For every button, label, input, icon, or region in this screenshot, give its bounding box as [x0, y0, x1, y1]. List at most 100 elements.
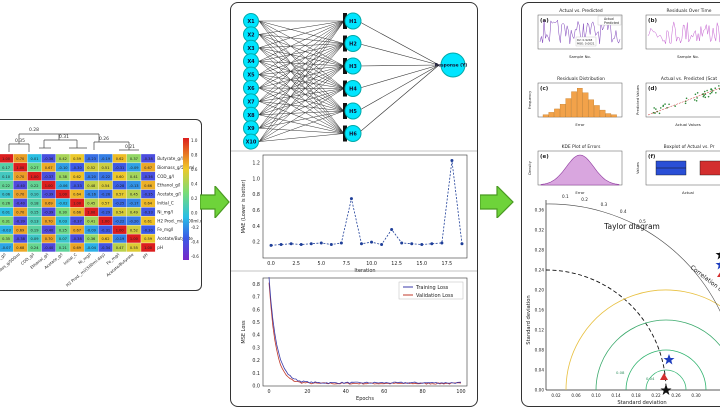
loss-x-tick: 80: [420, 389, 426, 395]
network-edge: [258, 20, 345, 129]
scatter-point: [659, 107, 662, 109]
mae-point: [450, 159, 454, 163]
histogram-bar: [599, 109, 606, 118]
output-node-label: Response (Y): [435, 63, 468, 69]
network-edge: [258, 43, 345, 115]
colorbar-tick-label: 0.8: [191, 153, 198, 158]
scatter-point: [707, 95, 710, 98]
heatmap-cell-value: 0.01: [30, 157, 38, 161]
heatmap-cell-value: -0.37: [72, 219, 81, 223]
heatmap-cell-value: -0.28: [115, 184, 125, 188]
subplot-x-label: Sample No.: [569, 54, 591, 59]
network-edge: [357, 64, 440, 67]
mae-point: [349, 197, 353, 201]
heatmap-row-label: Butyrate_g/l: [157, 156, 182, 161]
network-edge: [258, 65, 345, 102]
taylor-x-tick: 0.18: [631, 393, 641, 398]
mae-point: [309, 242, 313, 246]
dendrogram-label: 0.35: [15, 138, 25, 144]
heatmap-cell-value: 1.00: [59, 193, 68, 197]
network-edge: [258, 65, 345, 89]
rms-contour: [595, 319, 720, 391]
output-node: [440, 52, 466, 78]
heatmap-cell-value: -0.02: [58, 202, 67, 206]
subplot-x-label: Actual: [682, 190, 694, 195]
heatmap-cell-value: 0.18: [30, 202, 39, 206]
heatmap-cell-value: 0.70: [16, 175, 25, 179]
mae-x-tick: 7.5: [343, 261, 351, 267]
identity-line: [647, 87, 720, 116]
heatmap-cell-value: -0.06: [58, 184, 68, 188]
hidden-node: [344, 35, 362, 52]
heatmap-row-label: COD_g/l: [157, 174, 174, 179]
heatmap-cell-value: 0.19: [30, 228, 39, 232]
taylor-x-tick: 0.06: [571, 393, 581, 398]
heatmap-cell-value: -0.31: [115, 166, 124, 170]
network-edge: [258, 34, 345, 44]
hidden-node-label: H4: [349, 87, 357, 93]
heatmap-cell-value: 0.49: [130, 210, 139, 214]
taylor-title: Taylor diagram: [603, 222, 660, 231]
input-node: [243, 133, 259, 150]
hidden-node-label: H5: [349, 109, 357, 115]
heatmap-cell-value: -0.19: [101, 157, 111, 161]
scatter-point: [668, 103, 670, 106]
loss-y-tick: 0.5: [252, 320, 260, 326]
scatter-point: [685, 97, 688, 100]
mae-point: [410, 242, 414, 246]
heatmap-cell-value: 0.52: [87, 166, 95, 170]
subplot-tag: (f): [648, 154, 656, 160]
heatmap-cell-value: -0.35: [143, 193, 152, 197]
heatmap-cell-value: -0.07: [1, 246, 10, 250]
network-edge: [258, 20, 345, 102]
heatmap-cell-value: 0.35: [2, 237, 10, 241]
mae-point: [289, 242, 293, 246]
heatmap-col-label: Initial_C: [62, 252, 78, 266]
mae-x-tick: 10.0: [366, 261, 377, 267]
heatmap-cell-value: 1.00: [2, 157, 11, 161]
input-node-label: X10: [246, 140, 257, 146]
colorbar-tick-label: 1.0: [191, 138, 198, 143]
stats-text: MSE: 0.0021: [577, 42, 595, 46]
histogram-bar: [571, 91, 577, 118]
hidden-node: [344, 125, 362, 142]
heatmap-cell-value: 0.42: [59, 157, 67, 161]
heatmap-cell-value: 0.69: [45, 202, 54, 206]
heatmap-cell-value: -0.37: [44, 175, 53, 179]
heatmap-cell-value: 1.00: [130, 237, 139, 241]
network-edge: [357, 64, 440, 89]
input-node-label: X8: [247, 113, 255, 119]
heatmap-cell-value: 0.31: [2, 219, 10, 223]
loss-y-tick: 0.2: [252, 358, 260, 364]
heatmap-cell-value: 0.22: [2, 184, 10, 188]
network-edge: [258, 88, 345, 129]
taylor-x-tick: 0.14: [611, 393, 621, 398]
network-edge: [258, 47, 345, 67]
heatmap-row-label: Initial_C: [157, 201, 174, 206]
network-edge: [258, 60, 345, 67]
heatmap-cell-value: 0.54: [116, 210, 125, 214]
histogram-bar: [582, 92, 589, 118]
network-edge: [258, 133, 345, 142]
heatmap-row-label: Fe_mg/l: [157, 227, 173, 232]
network-edge: [258, 20, 345, 142]
histogram-bar: [554, 108, 560, 118]
heatmap-cell-value: 0.59: [73, 157, 82, 161]
heatmap-cell-value: 0.13: [30, 219, 38, 223]
network-edge: [258, 20, 345, 75]
heatmap-cell-value: 0.45: [130, 193, 138, 197]
heatmap-cell-value: 1.00: [101, 219, 110, 223]
heatmap-cell-value: 0.70: [16, 193, 25, 197]
outer-arc: [545, 203, 720, 312]
input-node-label: X2: [247, 32, 255, 38]
subplot-title: Residuals Distribution: [557, 76, 605, 82]
subplot-x-label: Error: [575, 190, 585, 195]
heatmap-cell-value: 0.41: [130, 175, 138, 179]
taylor-y-tick: 0.36: [535, 208, 545, 213]
network-edge: [258, 43, 345, 75]
heatmap-cell-value: -0.09: [129, 166, 139, 170]
scatter-point: [693, 99, 696, 101]
heatmap-cell: [140, 242, 156, 253]
taylor-y-label: Standard deviation: [526, 295, 532, 344]
